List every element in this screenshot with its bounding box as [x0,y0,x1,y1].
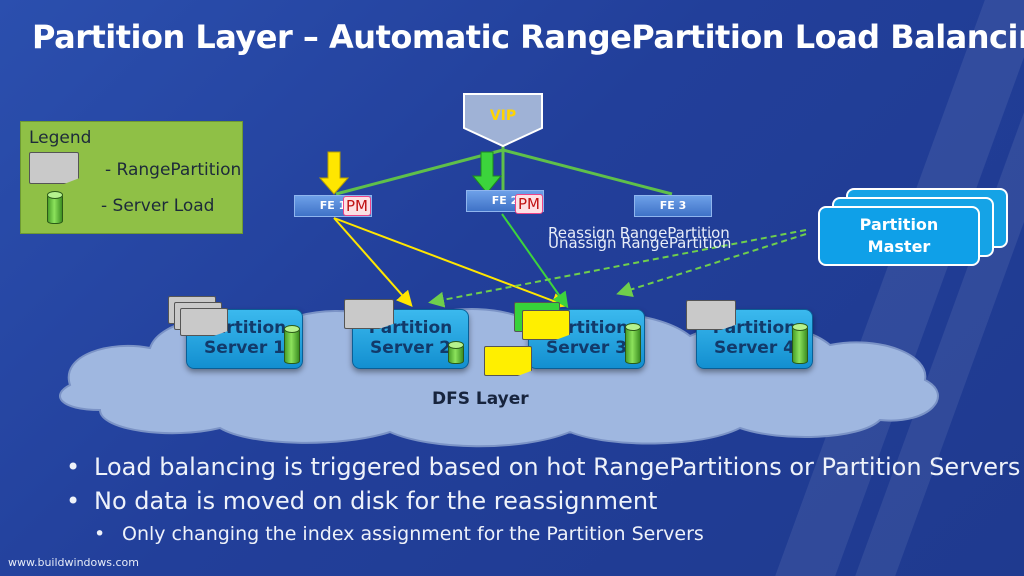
range-partition-yellow-icon [484,346,532,376]
bullet-text: Only changing the index assignment for t… [122,523,704,545]
bullet-list: • Load balancing is triggered based on ho… [66,450,1020,550]
bullet-text: No data is moved on disk for the reassig… [94,487,658,515]
fe2-to-server3-arrow [501,213,569,309]
legend-server-load-label: - Server Load [101,196,215,216]
legend-title: Legend [29,128,92,148]
fe1-to-server2-arrow [333,217,413,307]
bullet-dot-icon: • [66,487,81,515]
partition-master-line2: Master [867,237,931,256]
range-partition-icon [686,300,736,330]
server-1-line2: Server 1 [204,338,285,358]
fe2-pm-badge: PM [515,194,543,214]
server-2-line2: Server 2 [370,338,451,358]
server-1-load-icon [284,325,300,364]
fe1-to-server3-arrow [333,217,568,309]
server-3-line2: Server 3 [546,338,627,358]
reassign-annotation: Reassign RangePartition [548,224,730,242]
master-to-server2-dashed-arrow [428,229,807,308]
master-to-server3-dashed-arrow [616,233,807,297]
server-4-load-icon [792,323,808,364]
range-partition-icon [29,152,79,184]
range-partition-yellow-icon [522,310,570,340]
bullet-dot-icon: • [94,523,106,545]
fe3-box: FE 3 [634,195,712,217]
bullet-dot-icon: • [66,453,81,481]
fe2-down-arrow-icon [471,151,503,194]
unassign-annotation: Unassign RangePartition [548,234,732,252]
server-2-load-icon [448,341,464,364]
footer-url: www.buildwindows.com [8,556,139,569]
partition-master-line1: Partition [859,215,939,234]
fe1-down-arrow-icon [318,151,350,195]
bullet-item: • No data is moved on disk for the reassi… [66,484,1020,518]
server-load-icon [47,191,63,224]
sub-bullet-item: • Only changing the index assignment for … [66,518,1020,550]
range-partition-icon [344,299,394,329]
slide-title: Partition Layer – Automatic RangePartiti… [32,18,1024,56]
legend-range-partition-label: - RangePartition [105,160,242,180]
bullet-item: • Load balancing is triggered based on ho… [66,450,1020,484]
partition-master-box: Partition Master [818,206,980,266]
fe1-pm-badge: PM [343,196,371,216]
vip-shape [463,93,543,148]
vip-label: VIP [489,108,517,124]
legend-box: Legend - RangePartition - Server Load [20,121,243,234]
vip-fe1-line [335,148,504,196]
vip-fe3-line [502,148,673,196]
bullet-text: Load balancing is triggered based on hot… [94,453,1021,481]
server-3-load-icon [625,323,641,364]
partition-server-1: Partition Server 1 [186,309,303,369]
range-partition-icon [180,308,228,336]
server-4-line2: Server 4 [714,338,795,358]
dfs-layer-label: DFS Layer [432,389,529,409]
